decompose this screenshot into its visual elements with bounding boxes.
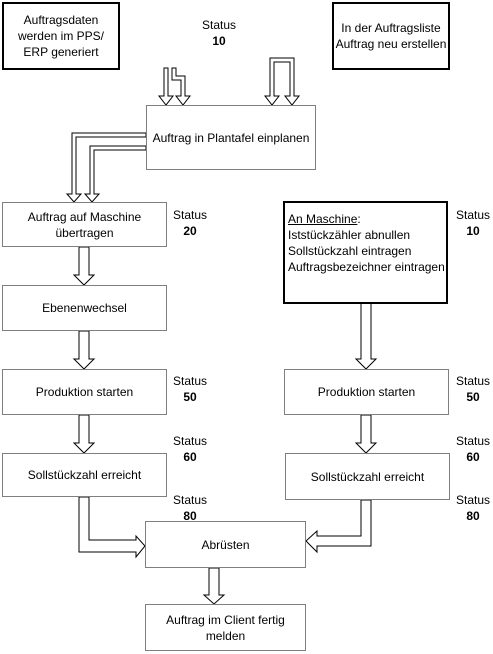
status-left-transfer-value: 20 xyxy=(183,224,197,238)
status-left-done-value: 80 xyxy=(183,509,197,523)
arrow-plantafel-to-transfer-inner xyxy=(83,145,147,203)
status-left-prod: Status 50 xyxy=(170,373,210,405)
status-left-transfer-label: Status xyxy=(172,208,208,222)
arrow-transfer-to-ebenen xyxy=(72,246,96,286)
arrow-prod-to-soll-left xyxy=(72,414,96,454)
status-right-soll: Status 60 xyxy=(453,433,493,465)
box-plantafel-label: Auftrag in Plantafel einplanen xyxy=(152,130,310,145)
box-auftragsliste-label: In der Auftragsliste Auftrag neu erstell… xyxy=(335,21,447,51)
box-sollstueck-rechts-label: Sollstückzahl erreicht xyxy=(310,469,425,484)
box-produktion-links: Produktion starten xyxy=(2,369,167,415)
status-left-done: Status 80 xyxy=(170,492,210,524)
arrow-soll-left-to-abruesten xyxy=(78,496,146,559)
status-left-done-label: Status xyxy=(172,493,208,507)
status-top-label: Status xyxy=(201,18,237,32)
box-abruesten-label: Abrüsten xyxy=(201,537,250,552)
status-right-done-label: Status xyxy=(455,493,491,507)
status-right-soll-value: 60 xyxy=(466,450,480,464)
box-an-maschine: An Maschine: Iststückzähler abnullen Sol… xyxy=(283,201,448,304)
status-left-prod-label: Status xyxy=(172,374,208,388)
box-produktion-rechts: Produktion starten xyxy=(284,369,449,415)
arrow-manual-to-prod-right xyxy=(354,302,378,370)
box-sollstueck-links: Sollstückzahl erreicht xyxy=(2,453,167,497)
arrow-list-to-plantafel xyxy=(263,57,301,106)
arrow-plantafel-to-transfer xyxy=(65,132,147,203)
box-an-maschine-line2: Sollstückzahl eintragen xyxy=(288,244,412,258)
status-right-soll-label: Status xyxy=(455,434,491,448)
box-auftragsliste: In der Auftragsliste Auftrag neu erstell… xyxy=(332,2,450,70)
arrow-abruesten-to-fertig xyxy=(202,567,226,605)
arrow-erp-to-plantafel-outer xyxy=(171,67,192,106)
box-an-maschine-line3: Auftragsbezeichner eintragen xyxy=(288,260,445,274)
status-top-value: 10 xyxy=(212,34,226,48)
status-left-soll-label: Status xyxy=(172,434,208,448)
box-produktion-rechts-label: Produktion starten xyxy=(317,385,416,399)
status-right-prod-label: Status xyxy=(455,374,491,388)
box-an-maschine-heading: An Maschine xyxy=(288,212,358,226)
status-right-done: Status 80 xyxy=(453,492,493,524)
status-top: Status 10 xyxy=(199,17,239,49)
arrow-ebenen-to-prod-left xyxy=(72,330,96,370)
box-plantafel: Auftrag in Plantafel einplanen xyxy=(146,105,316,170)
status-left-transfer: Status 20 xyxy=(170,207,210,239)
box-ebenenwechsel-label: Ebenenwechsel xyxy=(42,301,127,315)
box-erp-label: Auftragsdaten werden im PPS/ ERP generie… xyxy=(17,13,105,59)
arrow-prod-to-soll-right xyxy=(354,414,378,454)
status-left-soll: Status 60 xyxy=(170,433,210,465)
box-auftrag-uebertragen-label: Auftrag auf Maschine übertragen xyxy=(27,209,142,240)
status-right-manual-label: Status xyxy=(455,208,491,222)
status-left-prod-value: 50 xyxy=(183,390,197,404)
box-auftrag-uebertragen: Auftrag auf Maschine übertragen xyxy=(2,202,167,247)
box-ebenenwechsel: Ebenenwechsel xyxy=(2,285,167,331)
box-erp: Auftragsdaten werden im PPS/ ERP generie… xyxy=(2,2,120,70)
arrow-erp-to-plantafel xyxy=(157,67,175,106)
box-sollstueck-links-label: Sollstückzahl erreicht xyxy=(27,468,142,482)
box-abruesten: Abrüsten xyxy=(145,521,306,568)
status-right-done-value: 80 xyxy=(466,509,480,523)
status-right-manual: Status 10 xyxy=(453,207,493,239)
box-produktion-links-label: Produktion starten xyxy=(35,385,134,399)
box-fertig-melden-label: Auftrag im Client fertig melden xyxy=(166,612,285,643)
status-right-prod: Status 50 xyxy=(453,373,493,405)
status-right-manual-value: 10 xyxy=(466,224,480,238)
arrow-soll-right-to-abruesten xyxy=(305,499,372,554)
box-an-maschine-colon: : xyxy=(357,212,361,226)
box-an-maschine-line1: Iststückzähler abnullen xyxy=(288,228,411,242)
box-fertig-melden: Auftrag im Client fertig melden xyxy=(145,604,306,651)
box-sollstueck-rechts: Sollstückzahl erreicht xyxy=(285,453,450,500)
status-right-prod-value: 50 xyxy=(466,390,480,404)
status-left-soll-value: 60 xyxy=(183,450,197,464)
